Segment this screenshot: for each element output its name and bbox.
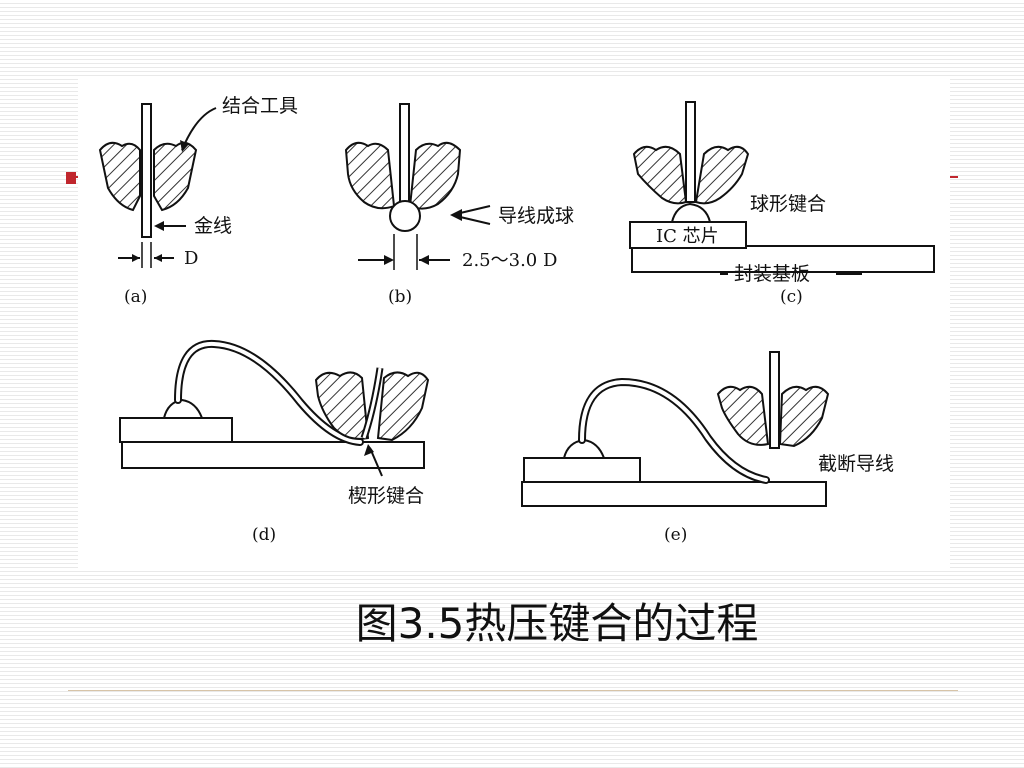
panel-e: 截断导线 (e) bbox=[521, 351, 894, 545]
panel-e-label: (e) bbox=[664, 525, 687, 545]
wedge-bond-label: 楔形键合 bbox=[348, 485, 424, 507]
title-accent-marker bbox=[66, 172, 76, 184]
package-substrate bbox=[521, 481, 827, 507]
ball-formation-label: 导线成球 bbox=[498, 205, 574, 227]
bonding-tool-left-jaw bbox=[98, 141, 141, 212]
figure-panel: D 金线 结合工具 (a) 2.5～3.0 D 导线成球 bbox=[78, 78, 950, 568]
panel-c-label: (c) bbox=[780, 287, 803, 307]
panel-a-label: (a) bbox=[124, 287, 147, 307]
package-substrate bbox=[121, 441, 425, 469]
ic-chip bbox=[119, 417, 233, 443]
panel-b: 2.5～3.0 D 导线成球 (b) bbox=[344, 103, 574, 307]
bonding-tool-left-jaw bbox=[716, 385, 770, 446]
footer-rule bbox=[68, 690, 958, 691]
gold-wire-label: 金线 bbox=[194, 215, 232, 237]
panel-b-label: (b) bbox=[388, 287, 412, 307]
bonding-tool-right-jaw bbox=[376, 371, 430, 442]
bonding-tool-right-jaw bbox=[408, 141, 462, 210]
figure-caption: 图3.5热压键合的过程 bbox=[355, 599, 759, 648]
cut-wire-label: 截断导线 bbox=[818, 453, 894, 475]
bonding-tool-right-jaw bbox=[694, 145, 750, 205]
ball-dimension-label: 2.5～3.0 D bbox=[462, 250, 557, 271]
gold-wire bbox=[141, 103, 152, 238]
gold-wire bbox=[769, 351, 780, 449]
gold-wire bbox=[685, 101, 696, 203]
bonding-tool-label: 结合工具 bbox=[222, 95, 298, 117]
ball-bond-label: 球形键合 bbox=[750, 193, 826, 215]
panel-a: D 金线 结合工具 (a) bbox=[98, 95, 298, 307]
gold-ball bbox=[389, 200, 421, 232]
package-substrate-label: 封装基板 bbox=[734, 263, 810, 285]
ball-bond bbox=[162, 398, 204, 419]
diameter-label: D bbox=[184, 248, 198, 269]
panel-d: 楔形键合 (d) bbox=[119, 339, 430, 545]
ic-chip bbox=[523, 457, 641, 483]
panel-d-label: (d) bbox=[252, 525, 276, 545]
bonding-tool-right-jaw bbox=[153, 141, 198, 212]
thermocompression-bonding-diagram: D 金线 结合工具 (a) 2.5～3.0 D 导线成球 bbox=[98, 95, 935, 545]
ic-chip-label: IC 芯片 bbox=[656, 226, 719, 247]
ic-chip bbox=[629, 221, 747, 249]
bonding-tool-left-jaw bbox=[314, 371, 370, 440]
gold-wire bbox=[399, 103, 410, 205]
bonding-tool-left-jaw bbox=[344, 141, 396, 210]
bonding-tool-right-jaw bbox=[778, 385, 830, 448]
panel-c: 球形键合 IC 芯片 封装基板 (c) bbox=[629, 101, 935, 307]
ball-bond bbox=[670, 202, 712, 223]
bonding-tool-left-jaw bbox=[632, 145, 688, 205]
package-substrate bbox=[631, 245, 935, 273]
